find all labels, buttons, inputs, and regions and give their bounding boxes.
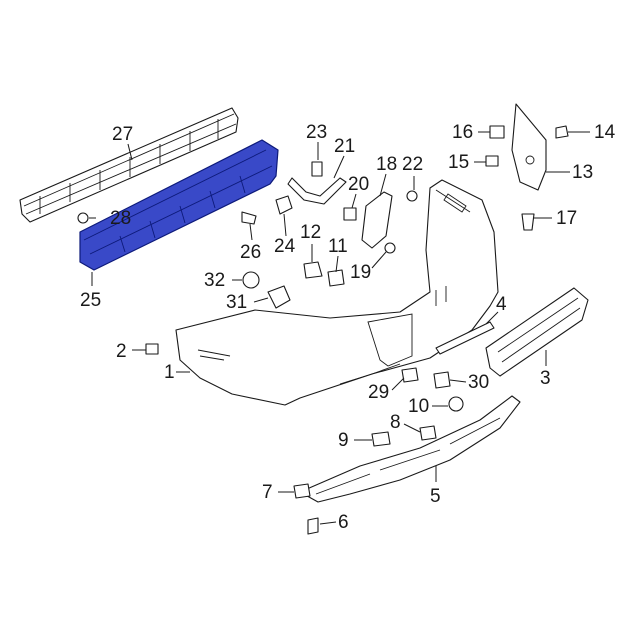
callout-13: 13 [572, 162, 593, 183]
callout-26: 26 [240, 242, 261, 263]
callout-22: 22 [402, 154, 423, 175]
mount-bracket [361, 191, 393, 249]
callout-30: 30 [468, 372, 489, 393]
callout-32: 32 [204, 270, 225, 291]
callout-2: 2 [116, 341, 127, 362]
callout-14: 14 [594, 122, 616, 143]
callout-23: 23 [306, 122, 327, 143]
fasteners [77, 125, 569, 535]
callout-12: 12 [300, 222, 321, 243]
lower-valance [299, 395, 521, 503]
callout-8: 8 [390, 412, 401, 433]
callout-3: 3 [540, 368, 551, 389]
side-bracket [511, 103, 547, 191]
reinforcement-beam [19, 107, 239, 223]
callout-24: 24 [274, 236, 296, 257]
callout-9: 9 [338, 430, 349, 451]
retainer-strip [287, 177, 347, 205]
callout-25: 25 [80, 290, 101, 311]
leader-lines [89, 131, 590, 525]
diffuser-grille [485, 287, 589, 377]
callout-11: 11 [328, 236, 348, 257]
energy-absorber-highlighted [79, 139, 279, 271]
callout-19: 19 [350, 262, 371, 283]
callout-16: 16 [452, 122, 473, 143]
callout-4: 4 [496, 294, 507, 315]
callout-28: 28 [110, 208, 131, 229]
callout-6: 6 [338, 512, 349, 533]
callout-1: 1 [164, 362, 175, 383]
callout-27: 27 [112, 124, 133, 145]
trim-strip [435, 321, 495, 355]
callout-5: 5 [430, 486, 441, 507]
callout-18: 18 [376, 154, 397, 175]
callout-7: 7 [262, 482, 273, 503]
callout-17: 17 [556, 208, 577, 229]
callout-29: 29 [368, 382, 389, 403]
callout-10: 10 [408, 396, 429, 417]
callout-labels: 27 28 25 26 24 23 21 20 18 22 12 11 19 3… [80, 122, 616, 533]
bumper-cover [175, 179, 499, 406]
callout-31: 31 [226, 292, 247, 313]
callout-20: 20 [348, 174, 369, 195]
callout-15: 15 [448, 152, 469, 173]
callout-21: 21 [334, 136, 355, 157]
